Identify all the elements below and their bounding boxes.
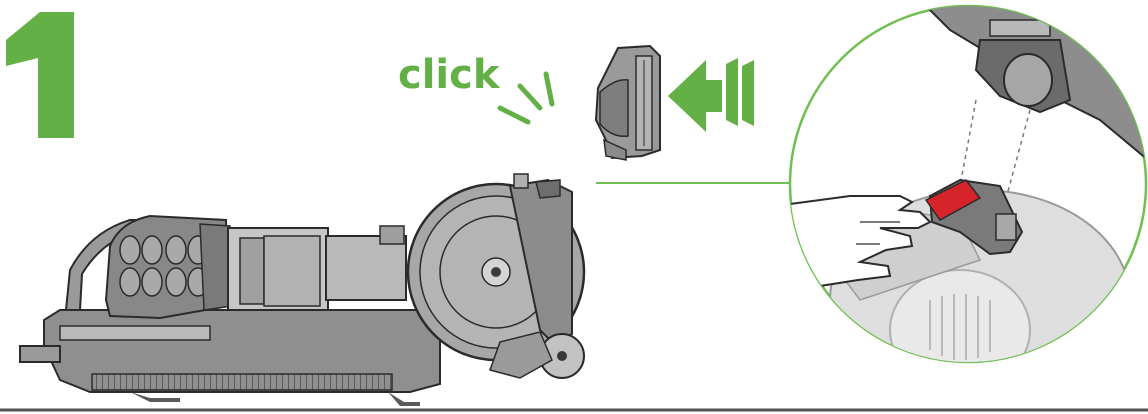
zoom-callout-circle	[790, 0, 1148, 410]
click-label: click	[398, 52, 501, 98]
detachable-part-icon	[596, 46, 660, 160]
insert-arrow-icon	[668, 58, 754, 132]
step-number-icon	[6, 12, 74, 138]
upright-vacuum-icon	[20, 174, 584, 406]
click-sound-lines-icon	[500, 74, 552, 122]
